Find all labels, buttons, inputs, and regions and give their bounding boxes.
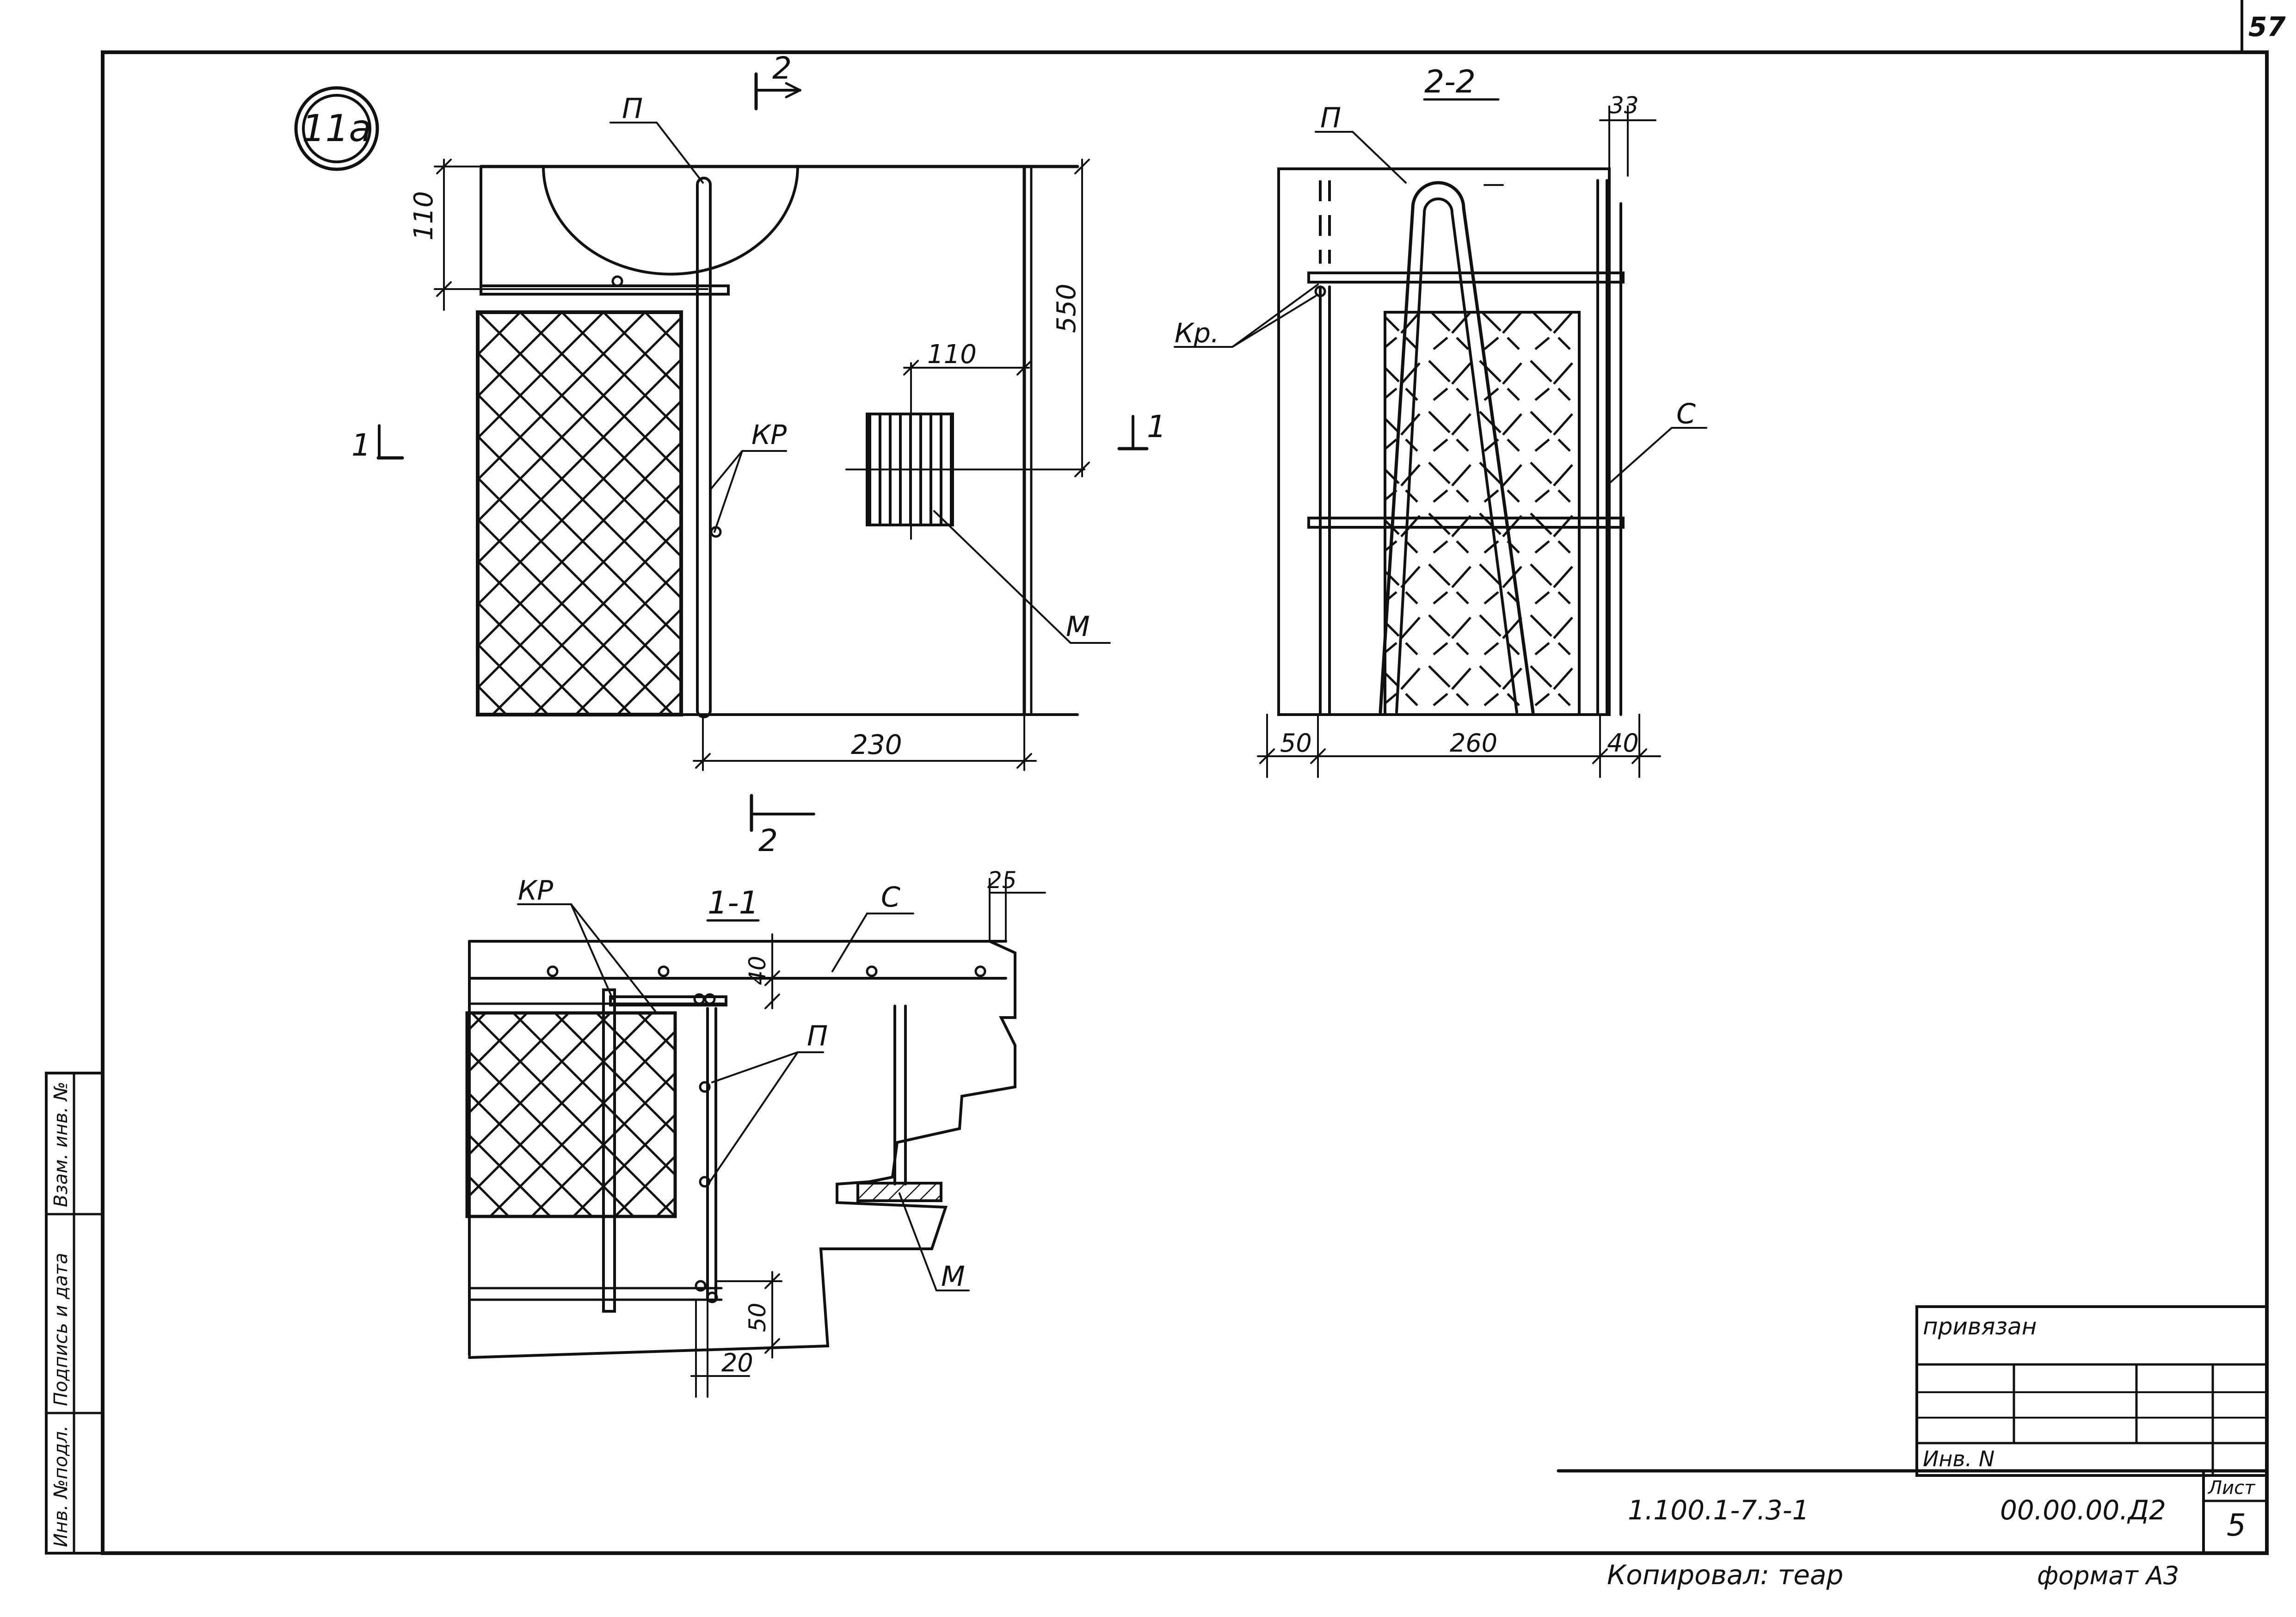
view-dim-550: 550 [1052,284,1082,333]
section-2-2-label-c: С [1676,398,1696,430]
side-stamp [45,1072,104,1555]
title-sheet-label: Лист [2207,1477,2256,1499]
section-1-1 [465,940,1016,1359]
section-1-1-title: 1-1 [708,885,759,921]
title-copied: Копировал: теар [1607,1559,1843,1591]
title-format: формат А3 [2037,1561,2179,1590]
view-section-bottom: 2 [758,823,778,858]
view-plan [476,165,1085,718]
view-section-top: 2 [772,50,792,86]
view-leaders [609,122,1111,644]
node-mark [294,86,379,171]
section-1-1-label-p: П [807,1020,828,1052]
section-2-2-title: 2-2 [1424,64,1476,100]
title-inv-no: Инв. N [1923,1446,1994,1471]
view-section-marks [376,72,1149,832]
section-2-2-dim-40: 40 [1607,728,1639,758]
section-2-2 [1277,167,1625,716]
section-1-1-label-c: С [881,881,900,913]
side-stamp-cell-3: Инв. №подл. [50,1426,72,1547]
title-privyazan: привязан [1923,1313,2037,1340]
section-2-2-dim-50: 50 [1280,728,1312,758]
section-2-2-dim-33: 33 [1609,92,1639,119]
section-1-1-dimensions [690,878,1046,1398]
title-doc-code: 00.00.00.Д2 [2000,1494,2166,1526]
section-2-2-dim-260: 260 [1450,728,1497,758]
section-1-1-leaders [517,903,970,1291]
view-dim-230: 230 [851,729,902,760]
side-stamp-cell-1: Взам. инв. № [50,1081,72,1207]
view-section-right: 1 [1147,409,1166,444]
section-1-1-dim-40: 40 [744,956,771,985]
view-dim-110-embed: 110 [927,339,977,370]
section-1-1-dim-20: 20 [721,1348,753,1377]
side-stamp-cell-2: Подпись и дата [50,1253,72,1406]
sheet-number: 57 [2248,11,2286,43]
section-2-2-dimensions [1257,98,1661,778]
title-designation: 1.100.1-7.3-1 [1628,1494,1809,1526]
section-1-1-dim-50: 50 [744,1302,771,1332]
view-label-m: М [1066,611,1090,643]
view-label-kr: КР [751,419,787,451]
view-section-left: 1 [351,427,371,463]
title-sheet-value: 5 [2227,1507,2246,1543]
view-label-p: П [622,93,643,125]
node-mark-label: 11а [302,107,372,150]
view-dim-110-top: 110 [409,191,439,241]
title-block [1557,1305,2269,1555]
section-1-1-dim-25: 25 [987,867,1017,894]
section-2-2-leaders [1174,131,1707,484]
sheet-frame [101,0,2269,1555]
section-2-2-label-p: П [1320,102,1341,134]
section-2-2-label-kr: Кр. [1175,317,1219,349]
section-1-1-label-kr: КР [518,875,553,906]
section-1-1-label-m: М [941,1260,965,1293]
view-dimensions [434,159,1090,771]
